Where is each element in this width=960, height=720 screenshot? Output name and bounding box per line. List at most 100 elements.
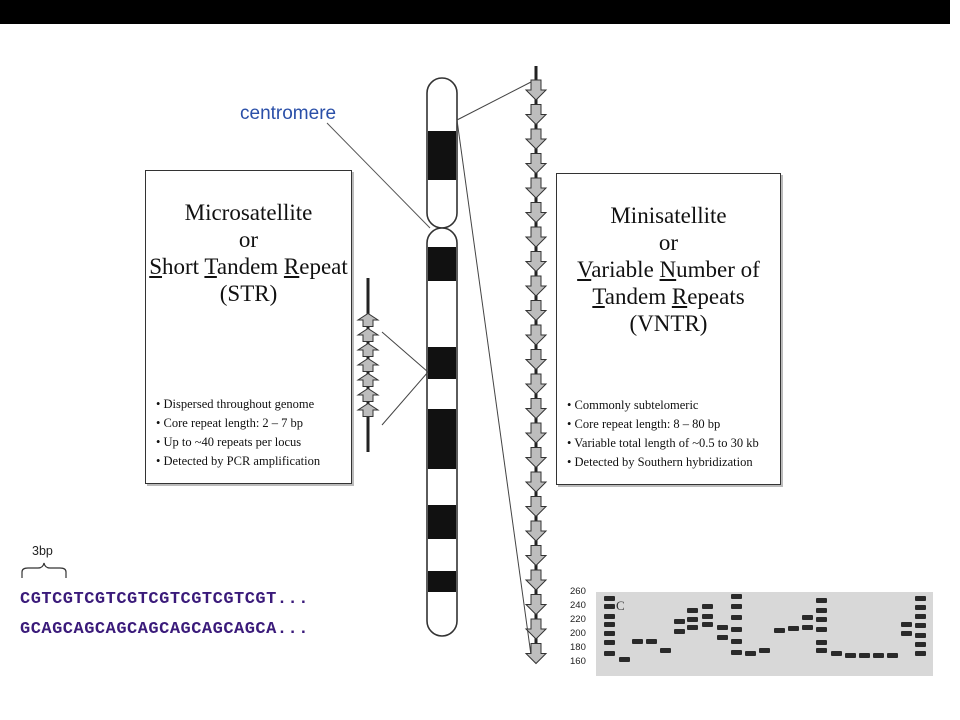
- vntr-repeat-arrow: [524, 177, 548, 199]
- vntr-repeat-arrow: [524, 643, 548, 665]
- gel-band: [845, 653, 856, 658]
- gel-band: [915, 614, 926, 619]
- gel-band: [604, 604, 615, 609]
- gel-band: [687, 617, 698, 622]
- ladder-label: 240: [570, 600, 586, 611]
- gel-band: [915, 596, 926, 601]
- ladder-label: 180: [570, 642, 586, 653]
- str-repeat-arrow: [356, 372, 380, 387]
- vntr-zoom-line: [456, 119, 532, 656]
- vntr-repeat-arrow: [524, 520, 548, 542]
- vntr-repeat-arrow: [524, 324, 548, 346]
- gel-band: [816, 608, 827, 613]
- vntr-title-line: Minisatellite: [610, 203, 727, 228]
- str-full-name: Short Tandem Repeat: [146, 253, 351, 280]
- gel-band: [915, 623, 926, 628]
- gel-band: [731, 650, 742, 655]
- vntr-repeat-arrow: [524, 226, 548, 248]
- centromere-label: centromere: [240, 103, 337, 124]
- gel-band: [674, 619, 685, 624]
- ladder-label: 220: [570, 614, 586, 625]
- vntr-title-line: or: [658, 230, 679, 255]
- sequence-top-strand: CGTCGTCGTCGTCGTCGTCGTCGT...: [20, 590, 309, 609]
- vntr-repeat-arrow: [524, 153, 548, 175]
- chromosome-band: [428, 571, 456, 592]
- vntr-repeat-arrow: [524, 104, 548, 126]
- vntr-panel: Minisatellite or Variable Number of Tand…: [556, 173, 781, 485]
- gel-band: [731, 627, 742, 632]
- gel-band: [887, 653, 898, 658]
- str-name-rest: andem: [216, 254, 284, 279]
- vntr-repeat-arrow: [524, 251, 548, 273]
- vntr-name-initial: V: [577, 257, 592, 282]
- gel-band: [604, 651, 615, 656]
- vntr-repeat-arrow: [524, 422, 548, 444]
- gel-band: [802, 625, 813, 630]
- gel-band: [816, 598, 827, 603]
- gel-panel-letter: C: [616, 598, 625, 613]
- str-repeat-arrow: [356, 342, 380, 357]
- repeat-unit-label: 3bp: [32, 544, 53, 558]
- vntr-repeat-arrow: [524, 79, 548, 101]
- str-title-line: or: [238, 227, 259, 252]
- str-name-initial: S: [149, 254, 163, 279]
- gel-band: [674, 629, 685, 634]
- chromosome-band: [428, 347, 456, 379]
- sequence-bottom-strand: GCAGCAGCAGCAGCAGCAGCAGCA...: [20, 620, 309, 639]
- ladder-label: 160: [570, 656, 586, 667]
- gel-band: [731, 604, 742, 609]
- gel-background: [596, 592, 933, 676]
- vntr-bullet: Detected by Southern hybridization: [567, 453, 759, 472]
- vntr-name-rest: epeats: [687, 284, 745, 309]
- str-bullet-list: Dispersed throughout genome Core repeat …: [156, 395, 321, 471]
- vntr-repeat-arrow: [524, 569, 548, 591]
- vntr-title: Minisatellite or Variable Number of Tand…: [557, 202, 780, 337]
- vntr-bullet: Variable total length of ~0.5 to 30 kb: [567, 434, 759, 453]
- str-bullet: Core repeat length: 2 – 7 bp: [156, 414, 320, 433]
- chromosome-band: [428, 409, 456, 469]
- vntr-name-rest: ariable: [591, 257, 660, 282]
- vntr-bullet-list: Commonly subtelomeric Core repeat length…: [567, 396, 759, 472]
- gel-band: [816, 627, 827, 632]
- ladder-label: 200: [570, 628, 586, 639]
- str-title: Microsatellite or Short Tandem Repeat (S…: [146, 199, 351, 307]
- str-bullet: Detected by PCR amplification: [156, 452, 321, 471]
- chromosome-band: [428, 247, 456, 281]
- gel-band: [859, 653, 870, 658]
- gel-band: [717, 625, 728, 630]
- str-repeat-arrow: [356, 402, 380, 417]
- gel-band: [604, 640, 615, 645]
- gel-band: [646, 639, 657, 644]
- vntr-abbrev: (VNTR): [629, 311, 708, 336]
- gel-band: [687, 608, 698, 613]
- gel-band: [632, 639, 643, 644]
- gel-band: [702, 614, 713, 619]
- gel-band: [745, 651, 756, 656]
- vntr-repeat-arrow: [524, 594, 548, 616]
- gel-band: [915, 605, 926, 610]
- chromosome-band: [428, 505, 456, 539]
- vntr-full-name: Tandem Repeats: [557, 283, 780, 310]
- gel-band: [702, 622, 713, 627]
- vntr-repeat-arrow: [524, 300, 548, 322]
- vntr-name-initial: R: [671, 284, 688, 309]
- str-repeat-arrow: [356, 312, 380, 327]
- gel-band: [619, 657, 630, 662]
- gel-band: [816, 648, 827, 653]
- str-repeat-arrow: [356, 387, 380, 402]
- vntr-bullet: Commonly subtelomeric: [567, 396, 759, 415]
- gel-band: [873, 653, 884, 658]
- bp-brace: [21, 562, 67, 578]
- vntr-bullet: Core repeat length: 8 – 80 bp: [567, 415, 759, 434]
- vntr-repeat-arrow: [524, 398, 548, 420]
- vntr-repeat-arrow: [524, 202, 548, 224]
- gel-band: [831, 651, 842, 656]
- top-bar: [0, 0, 950, 24]
- str-name-rest: epeat: [299, 254, 348, 279]
- gel-band: [660, 648, 671, 653]
- vntr-name-rest: umber of: [676, 257, 760, 282]
- ladder-label: 260: [570, 586, 586, 597]
- str-repeat-arrow: [356, 357, 380, 372]
- vntr-name-rest: andem: [604, 284, 672, 309]
- gel-band: [774, 628, 785, 633]
